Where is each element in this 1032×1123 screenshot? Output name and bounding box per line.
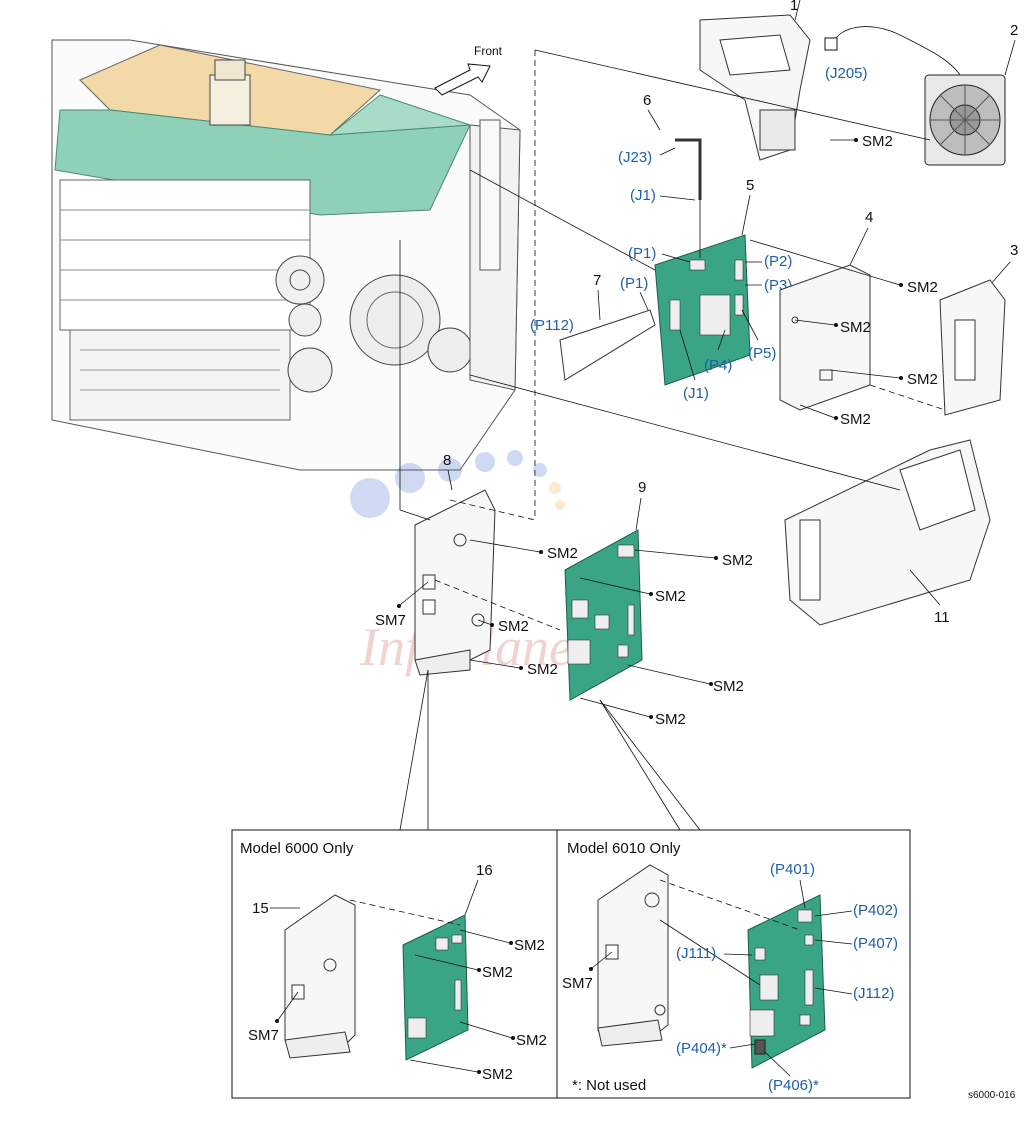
connector-p2: (P2): [764, 253, 792, 270]
screw-sm2-bracket8-c: SM2: [527, 661, 558, 678]
inset-model-6000: Model 6000 Only 15 SM7 16 SM2 SM2 SM2: [231, 829, 558, 1099]
screw-sm2-6000-d: SM2: [482, 1066, 513, 1083]
frame-part-11: [784, 439, 991, 626]
connector-p5: (P5): [748, 345, 776, 362]
part-number-2: 2: [1010, 22, 1018, 39]
connector-j205: (J205): [825, 65, 868, 82]
part-number-7: 7: [593, 272, 601, 289]
screw-sm2-shield-c: SM2: [840, 411, 871, 428]
shield-plate-part-4: [779, 264, 871, 411]
screw-sm2-top: SM2: [907, 279, 938, 296]
part-number-3: 3: [1010, 242, 1018, 259]
teal-frame: [54, 109, 471, 216]
board-model-6010: [747, 894, 826, 1069]
inset-model-6000-title: Model 6000 Only: [240, 840, 354, 857]
connector-p406: (P406)*: [768, 1077, 819, 1094]
part-number-5: 5: [746, 177, 754, 194]
part-number-9: 9: [638, 479, 646, 496]
screw-sm7-bracket8: SM7: [375, 612, 406, 629]
board-part-16: [402, 914, 469, 1061]
part-number-6: 6: [643, 92, 651, 109]
part-number-8: 8: [443, 452, 451, 469]
connector-p407: (P407): [853, 935, 898, 952]
bracket-model-6010: [597, 864, 669, 1047]
screw-sm2-board9-b: SM2: [655, 588, 686, 605]
printer-body: [51, 39, 521, 471]
screw-sm2-6000-c: SM2: [516, 1032, 547, 1049]
bracket-part-8: [414, 489, 496, 676]
screw-sm2-6000-a: SM2: [514, 937, 545, 954]
front-label: Front: [474, 44, 503, 58]
inset-model-6010: Model 6010 Only SM7 (P401) (P402) (: [556, 829, 911, 1099]
connector-j112: (J112): [853, 985, 894, 1002]
part-number-1: 1: [790, 0, 798, 14]
screw-sm2-shield-b: SM2: [907, 371, 938, 388]
connector-p112: (P112): [530, 317, 574, 334]
part-number-11: 11: [934, 609, 950, 626]
controller-board-part-5: [654, 234, 751, 386]
front-arrow: Front: [434, 44, 503, 96]
screw-sm2-fan: SM2: [862, 133, 893, 150]
connector-p404: (P404)*: [676, 1040, 727, 1057]
connector-p4: (P4): [704, 357, 732, 374]
screw-sm2-bracket8-b: SM2: [498, 618, 529, 635]
fan-part-2: [924, 74, 1006, 166]
screw-sm2-board9-a: SM2: [722, 552, 753, 569]
part-number-4: 4: [865, 209, 873, 226]
connector-j1-cable: (J1): [630, 187, 656, 204]
screw-sm2-6000-b: SM2: [482, 964, 513, 981]
fan-duct-part-1: [699, 14, 811, 161]
connector-p1-cable: (P1): [620, 275, 648, 292]
connector-p402: (P402): [853, 902, 898, 919]
screw-sm2-board9-d: SM2: [655, 711, 686, 728]
screw-sm2-shield-a: SM2: [840, 319, 871, 336]
screw-sm7-6000: SM7: [248, 1027, 279, 1044]
part-number-16: 16: [476, 862, 493, 879]
bracket-part-3: [939, 279, 1006, 416]
connector-p401: (P401): [770, 861, 815, 878]
part-number-15: 15: [252, 900, 269, 917]
network-board-part-9: [564, 529, 643, 701]
bracket-part-15: [284, 894, 356, 1059]
screw-sm2-board9-c: SM2: [713, 678, 744, 695]
connector-j111: (J111): [676, 945, 716, 962]
footnote-not-used: *: Not used: [572, 1077, 646, 1094]
connector-j1-board: (J1): [683, 385, 709, 402]
connector-j23: (J23): [618, 149, 652, 166]
connector-p1-board: (P1): [628, 245, 656, 262]
figure-id: s6000-016: [968, 1090, 1016, 1101]
screw-sm2-bracket8-a: SM2: [547, 545, 578, 562]
screw-sm7-6010: SM7: [562, 975, 593, 992]
inset-model-6010-title: Model 6010 Only: [567, 840, 681, 857]
